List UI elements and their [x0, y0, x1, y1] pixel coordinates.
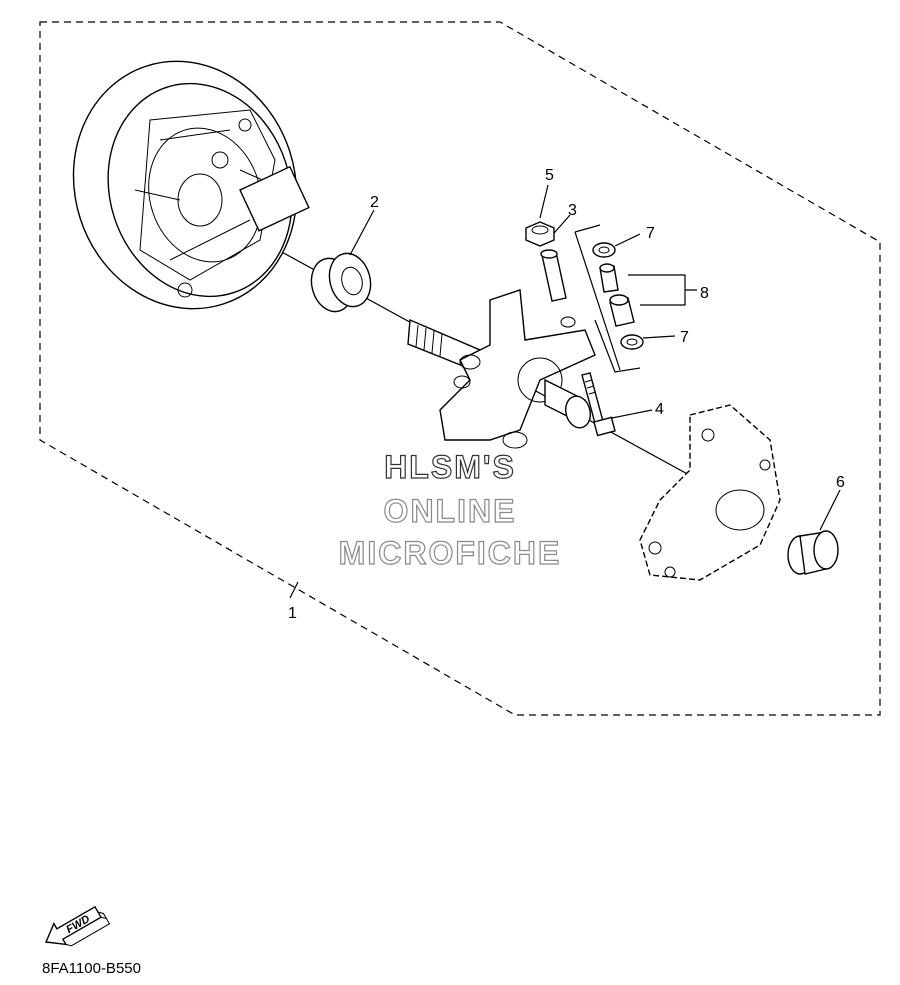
bearing-part[interactable]	[787, 530, 839, 575]
callout-3: 3	[568, 202, 577, 219]
fwd-label: FWD	[64, 913, 92, 936]
washer-upper-part[interactable]	[592, 242, 616, 258]
bolt-part[interactable]	[581, 372, 616, 437]
watermark-line-2: ONLINE	[384, 493, 517, 529]
callout-2: 2	[370, 194, 379, 211]
watermark-line-1: HLSM'S	[384, 449, 516, 485]
callout-4: 4	[655, 401, 664, 418]
collar-part[interactable]	[540, 249, 567, 302]
callout-7-lower: 7	[680, 329, 689, 346]
assembly-boundary	[39, 21, 881, 716]
bushing-lower-part[interactable]	[609, 294, 635, 327]
fwd-arrow-icon: FWD	[45, 905, 111, 947]
callout-8: 8	[700, 285, 709, 302]
housing-part[interactable]	[42, 32, 328, 338]
bracket-shaft-part[interactable]	[407, 289, 596, 449]
seal-part[interactable]	[306, 249, 377, 317]
watermark-line-3: MICROFICHE	[339, 535, 562, 571]
diagram-code: 8FA1100-B550	[42, 960, 141, 977]
callout-6: 6	[836, 474, 845, 491]
callout-1: 1	[288, 605, 297, 622]
nut-part[interactable]	[525, 221, 555, 247]
group-bracket-line	[574, 224, 641, 373]
callout-7-upper: 7	[646, 225, 655, 242]
bushing-upper-part[interactable]	[599, 263, 619, 293]
cover-plate-part[interactable]	[639, 404, 781, 581]
callout-5: 5	[545, 167, 554, 184]
washer-lower-part[interactable]	[620, 334, 644, 350]
